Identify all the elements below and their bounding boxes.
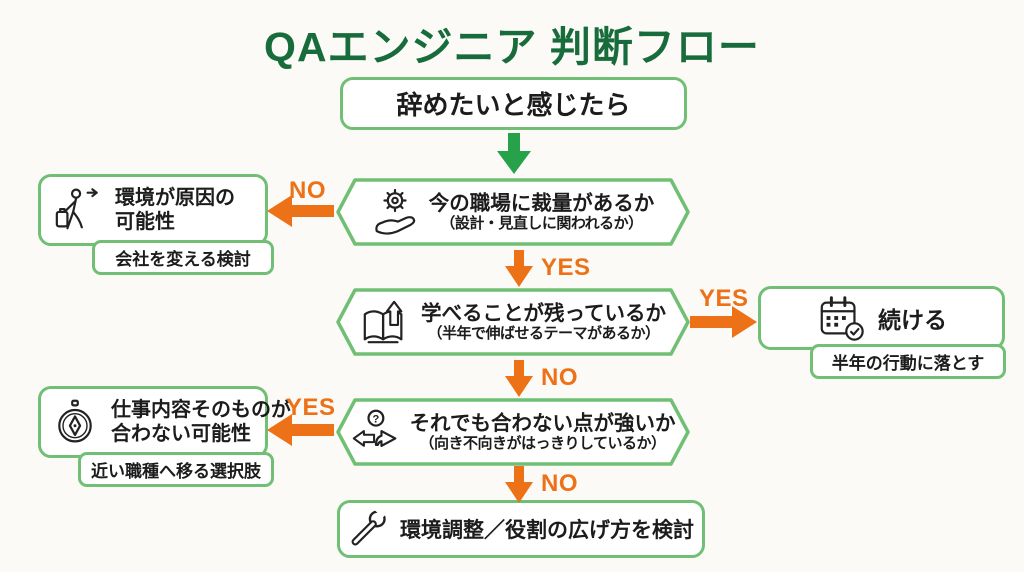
decision-2-detail: （半年で伸ばせるテーマがあるか） <box>427 325 660 343</box>
gear-hand-icon <box>372 186 418 238</box>
outcome-environment-line2: 可能性 <box>115 211 175 233</box>
walking-person-icon <box>53 185 103 235</box>
arrow-right-yes-icon <box>690 306 757 338</box>
outcome-continue-action: 半年の行動に落とす <box>810 344 1006 379</box>
decision-1-detail: （設計・見直しに関われるか） <box>440 215 643 233</box>
arrow-down-yes1-icon <box>505 250 533 287</box>
start-node: 辞めたいと感じたら <box>340 77 687 130</box>
calendar-check-icon <box>816 293 866 343</box>
decision-2-question: 学べることが残っているか <box>421 301 666 325</box>
decision-node-learning: 学べることが残っているか （半年で伸ばせるテーマがあるか） <box>334 287 692 357</box>
hexagon-shape <box>336 288 690 356</box>
edge-label-no-1: NO <box>289 177 326 204</box>
arrow-left-yes-icon <box>267 414 334 446</box>
arrow-down-start-icon <box>497 133 531 174</box>
book-arrow-icon <box>360 300 403 348</box>
outcome-job-mismatch-line2: 合わない可能性 <box>111 423 251 445</box>
hexagon-shape <box>336 398 690 466</box>
decision-node-mismatch: ? それでも合わない点が強いか （向き不向きがはっきりしているか） <box>334 397 692 467</box>
decision-1-question: 今の職場に裁量があるか <box>428 191 655 215</box>
outcome-environment-line1: 環境が原因の <box>115 187 235 209</box>
outcome-continue-label: 続ける <box>878 307 947 333</box>
hexagon-shape <box>336 178 690 246</box>
start-node-label: 辞めたいと感じたら <box>396 90 631 120</box>
arrow-down-no3-icon <box>505 466 533 503</box>
decision-3-detail: （向き不向きがはっきりしているか） <box>419 435 666 453</box>
outcome-job-mismatch-line1: 仕事内容そのものが <box>111 399 291 421</box>
outcome-continue-node: 続ける <box>758 286 1005 350</box>
compass-icon <box>51 397 99 447</box>
edge-label-yes-3: YES <box>286 394 336 421</box>
outcome-job-mismatch-action: 近い職種へ移る選択肢 <box>78 452 274 487</box>
question-fork-icon: ? <box>352 406 399 447</box>
arrow-left-no-icon <box>267 195 334 227</box>
svg-text:?: ? <box>372 413 379 425</box>
edge-label-yes-2: YES <box>699 285 749 312</box>
outcome-adjust-node: 環境調整／役割の広げ方を検討 <box>337 500 705 558</box>
edge-label-no-2: NO <box>541 364 578 391</box>
edge-label-no-3: NO <box>541 470 578 497</box>
decision-3-question: それでも合わない点が強いか <box>409 411 676 435</box>
decision-node-discretion: 今の職場に裁量があるか （設計・見直しに関われるか） <box>334 177 692 247</box>
outcome-environment-node: 環境が原因の 可能性 <box>38 174 268 246</box>
page-title: QAエンジニア 判断フロー <box>264 24 760 70</box>
wrench-icon <box>348 508 389 550</box>
outcome-job-mismatch-node: 仕事内容そのものが 合わない可能性 <box>38 386 291 458</box>
arrow-down-no2-icon <box>505 360 533 397</box>
outcome-adjust-label: 環境調整／役割の広げ方を検討 <box>400 519 694 542</box>
edge-label-yes-1: YES <box>541 254 591 281</box>
outcome-environment-action: 会社を変える検討 <box>92 240 274 275</box>
